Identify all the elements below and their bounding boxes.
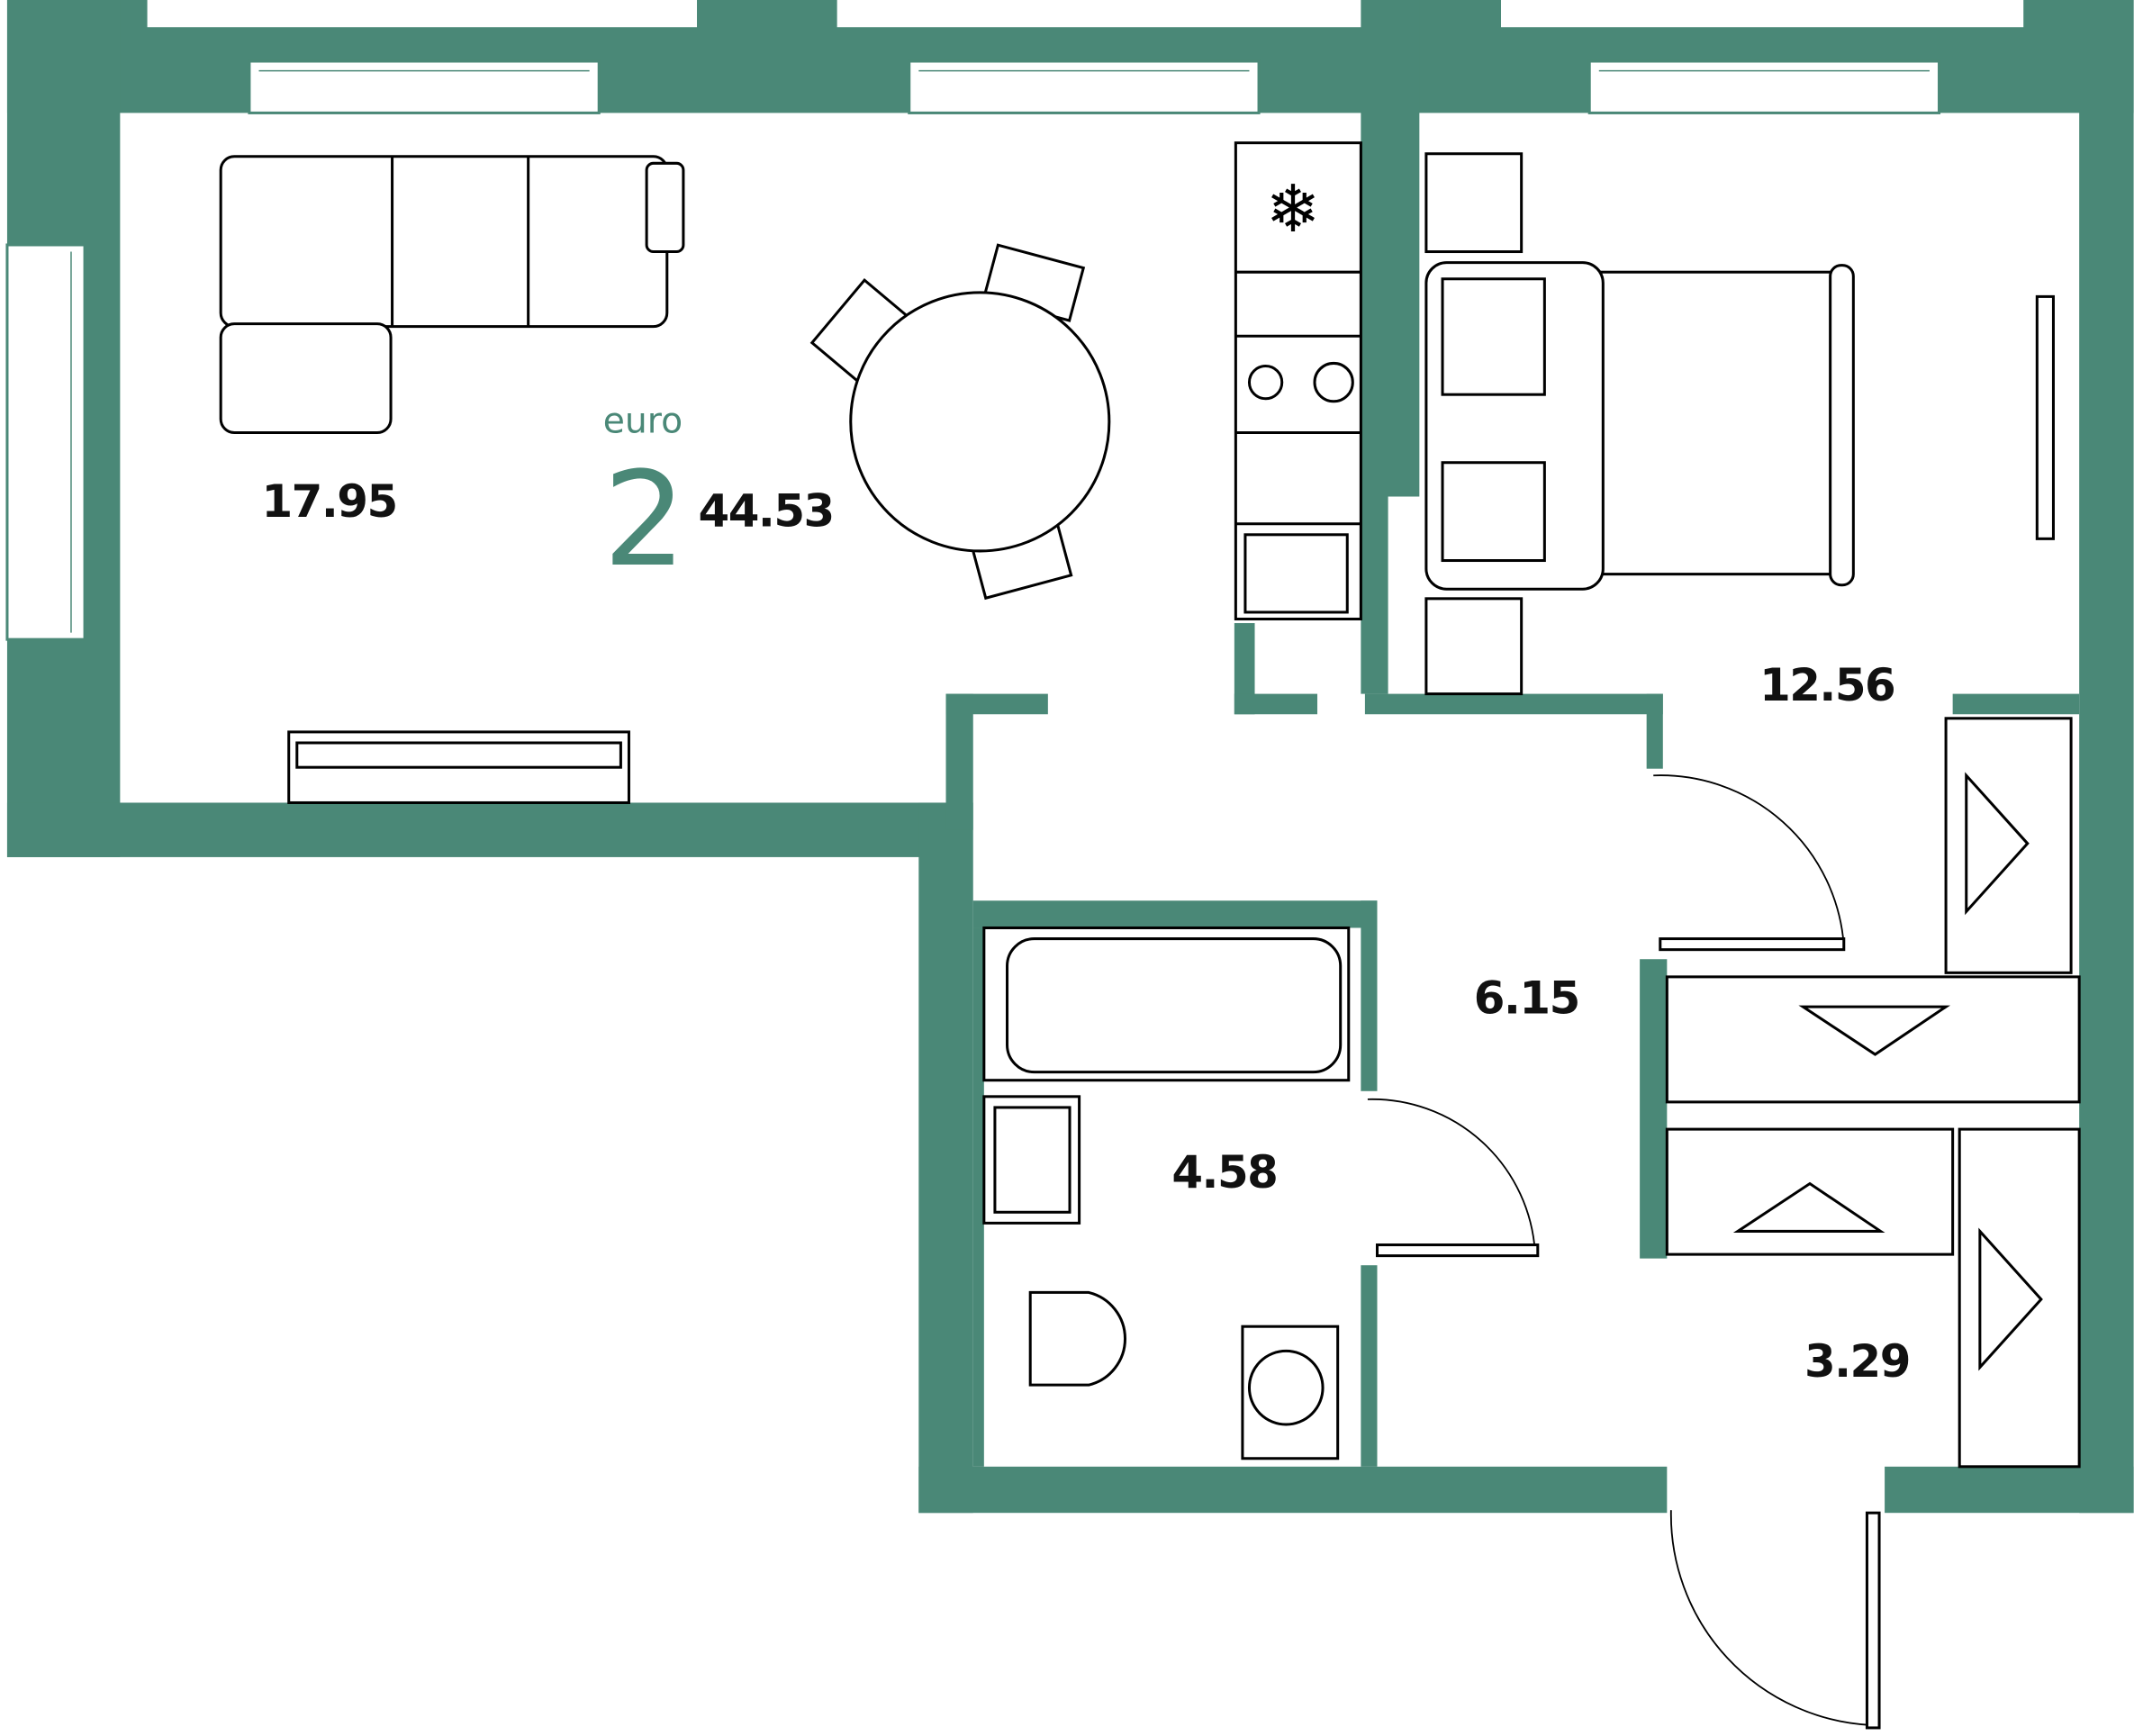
room-area-living: 17.95 xyxy=(262,475,397,528)
sofa xyxy=(219,155,685,434)
room-area-hall: 6.15 xyxy=(1474,972,1579,1025)
wardrobes xyxy=(1665,717,2081,1469)
snowflake-icon: ❄ xyxy=(1266,172,1321,248)
bathroom-fixtures xyxy=(982,926,1351,1460)
doors xyxy=(1367,774,1881,1730)
tv-console xyxy=(287,730,630,804)
kitchen: ❄ xyxy=(1234,141,1362,621)
bed xyxy=(1424,152,2055,696)
plan-type-label: euro xyxy=(603,401,683,441)
windows xyxy=(5,0,2024,641)
room-area-bedroom: 12.56 xyxy=(1759,659,1894,711)
room-area-bathroom: 4.58 xyxy=(1171,1146,1277,1198)
room-area-entry: 3.29 xyxy=(1804,1335,1910,1388)
rooms-count: 2 xyxy=(603,444,686,596)
total-area: 44.53 xyxy=(699,485,834,538)
dining-table xyxy=(809,243,1111,601)
